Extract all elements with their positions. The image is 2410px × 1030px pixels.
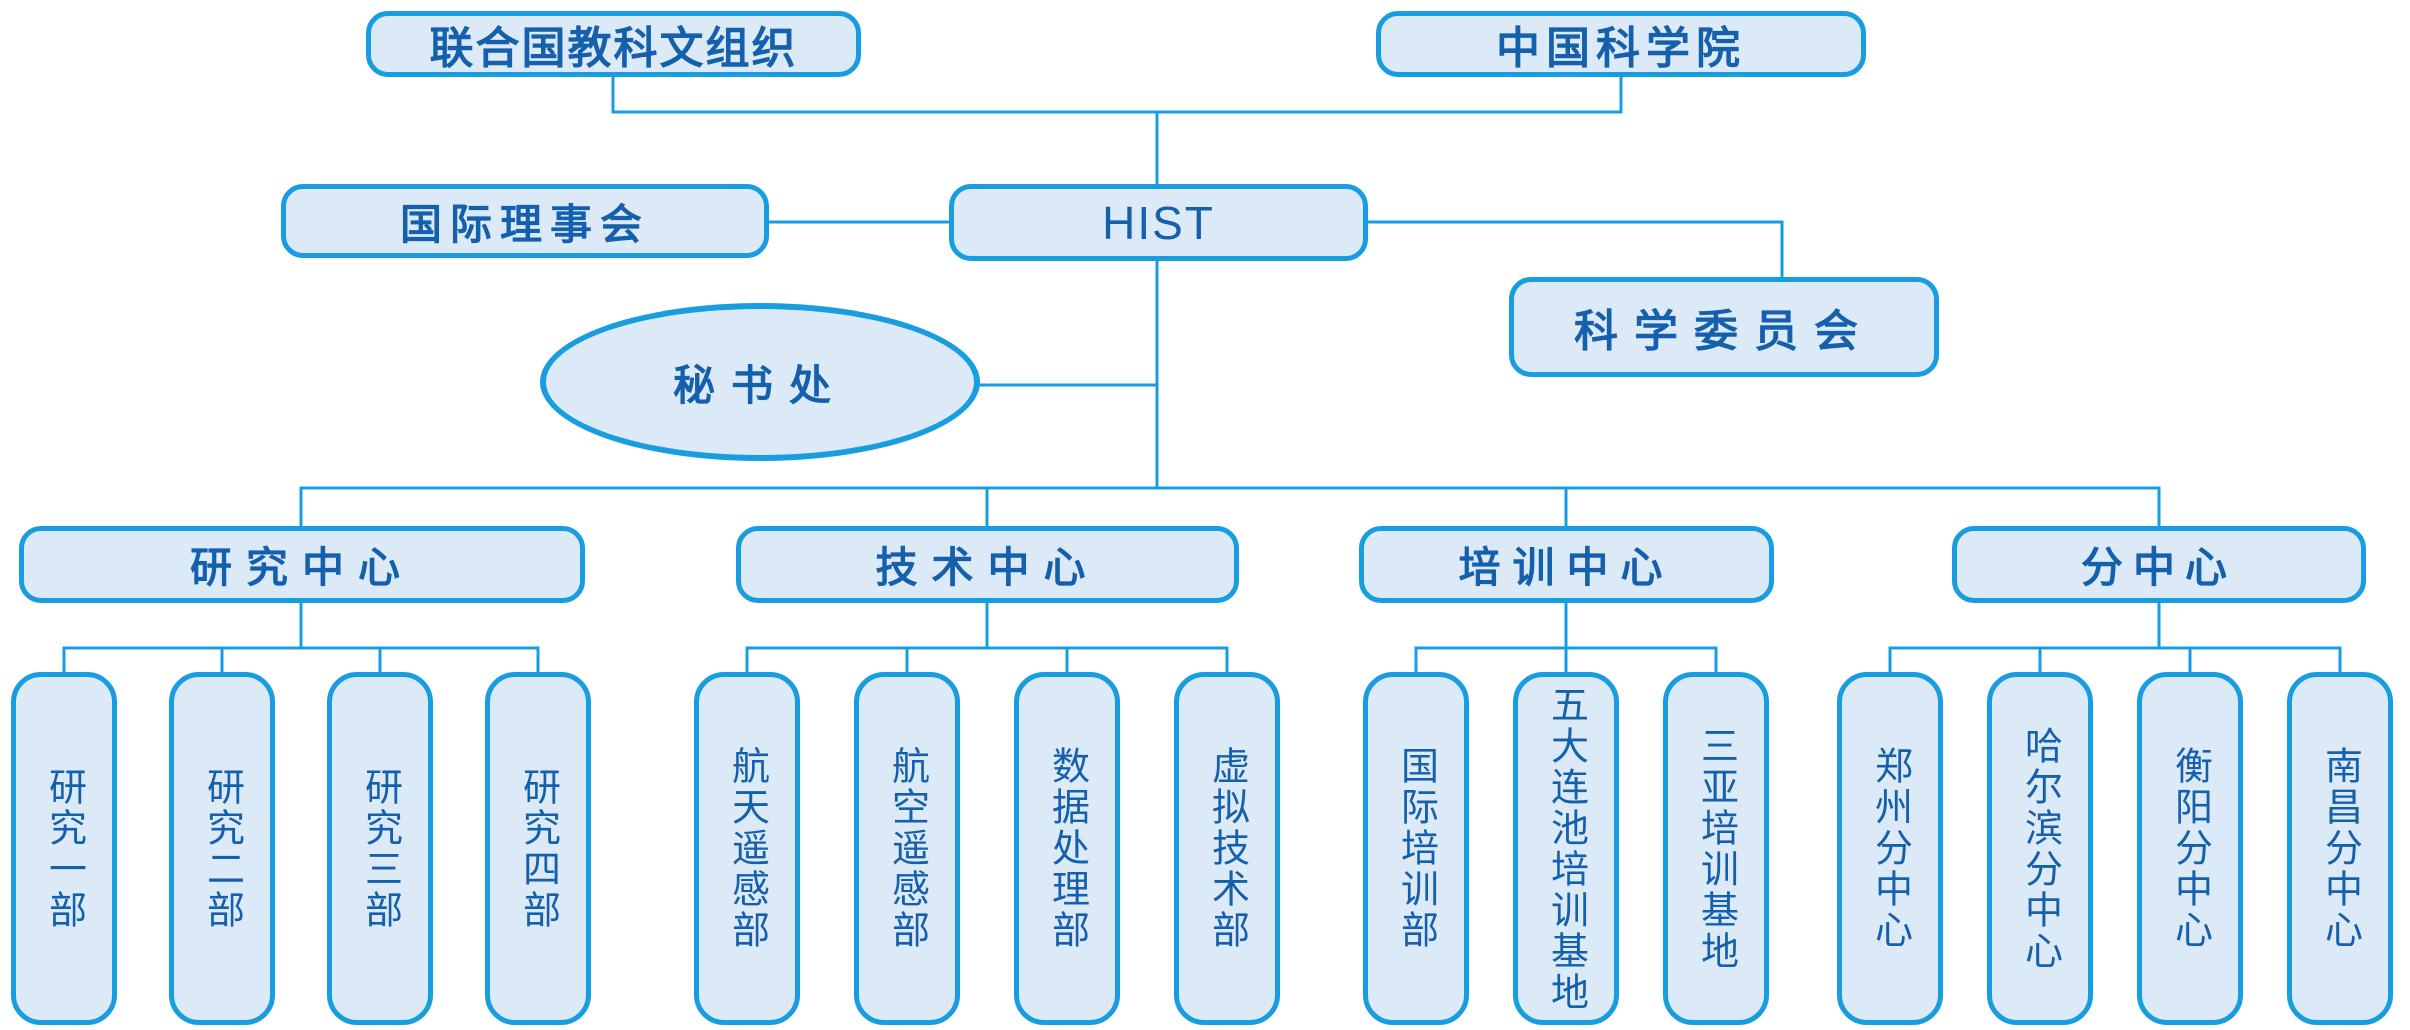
node-label: 研究一部	[42, 766, 85, 931]
node-hengyang-branch: 衡阳分中心	[2137, 672, 2243, 1025]
node-research-center: 研究中心	[19, 526, 585, 603]
node-international-board: 国际理事会	[281, 184, 769, 258]
connector-hist-science	[1366, 220, 1784, 280]
node-label: 航空遥感部	[885, 746, 928, 951]
node-research-dept-4: 研究四部	[485, 672, 591, 1025]
node-harbin-branch: 哈尔滨分中心	[1987, 672, 2093, 1025]
node-label: 航天遥感部	[725, 746, 768, 951]
node-space-remote-sensing-dept: 航天遥感部	[694, 672, 800, 1025]
node-label: 三亚培训基地	[1694, 725, 1737, 972]
node-sanya-training-base: 三亚培训基地	[1663, 672, 1769, 1025]
node-label: 研究四部	[516, 766, 559, 931]
node-research-dept-2: 研究二部	[169, 672, 275, 1025]
node-unesco: 联合国教科文组织	[366, 11, 861, 77]
node-secretariat: 秘书处	[540, 303, 980, 461]
connector-technology-children	[745, 646, 1229, 674]
connector-branch-children	[1888, 646, 2342, 674]
connector-research-children	[62, 646, 540, 674]
node-research-dept-1: 研究一部	[11, 672, 117, 1025]
node-label: 研究二部	[200, 766, 243, 931]
node-nanchang-branch: 南昌分中心	[2287, 672, 2393, 1025]
node-cas: 中国科学院	[1376, 11, 1866, 77]
node-training-center: 培训中心	[1359, 526, 1774, 603]
node-label: 国际培训部	[1394, 746, 1437, 951]
node-zhengzhou-branch: 郑州分中心	[1837, 672, 1943, 1025]
node-virtual-technology-dept: 虚拟技术部	[1174, 672, 1280, 1025]
node-label: 数据处理部	[1045, 746, 1088, 951]
node-international-training-dept: 国际培训部	[1363, 672, 1469, 1025]
node-technology-center: 技术中心	[736, 526, 1239, 603]
node-label: 研究三部	[358, 766, 401, 931]
node-data-processing-dept: 数据处理部	[1014, 672, 1120, 1025]
node-hist: HIST	[949, 184, 1368, 261]
connector-top-row	[611, 75, 1623, 186]
node-wudalianchi-training-base: 五大连池培训基地	[1513, 672, 1619, 1025]
node-label: 南昌分中心	[2318, 746, 2361, 951]
node-research-dept-3: 研究三部	[327, 672, 433, 1025]
node-aerial-remote-sensing-dept: 航空遥感部	[854, 672, 960, 1025]
node-label: 五大连池培训基地	[1544, 684, 1587, 1013]
node-label: 虚拟技术部	[1205, 746, 1248, 951]
connector-training-children	[1414, 646, 1718, 674]
node-branch-center: 分中心	[1952, 526, 2366, 603]
node-label: 郑州分中心	[1868, 746, 1911, 951]
node-label: 哈尔滨分中心	[2018, 725, 2061, 972]
connector-center-stubs	[299, 601, 2161, 650]
node-science-committee: 科学委员会	[1509, 277, 1939, 377]
node-label: 衡阳分中心	[2168, 746, 2211, 951]
connector-centers-bus	[299, 486, 2161, 528]
